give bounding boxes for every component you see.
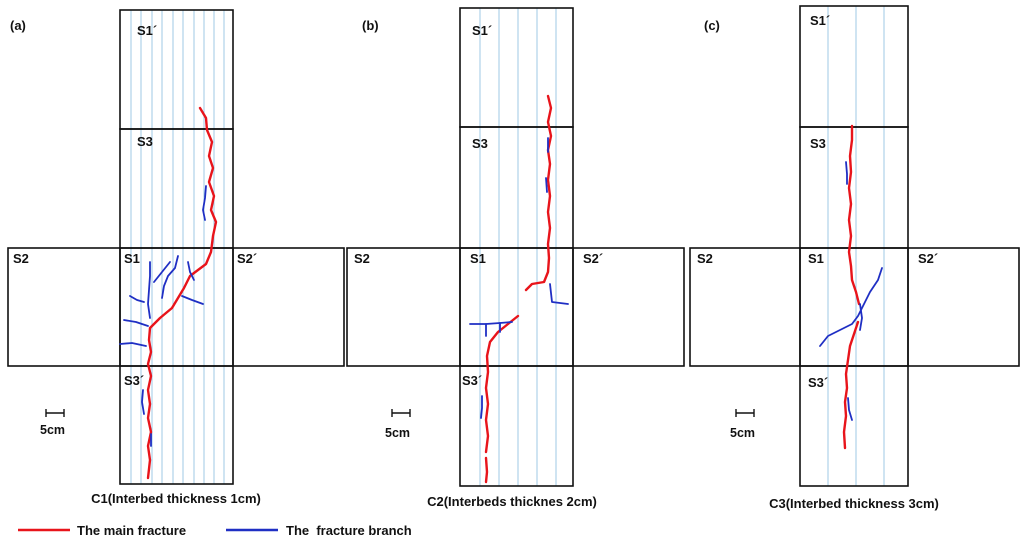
panel-c-face-s2-prime [907,247,1020,367]
panel-a-label-s2-prime: S2´ [237,251,257,266]
legend-branch-label: The fracture branch [286,523,412,538]
panel-c-scale-label: 5cm [730,426,755,440]
panel-a-label-s3-prime: S3´ [124,373,144,388]
panel-a: (a) S1´ S3 S2 S1 S2´ S3´ [7,9,345,506]
panel-a-face-s3-prime [119,365,234,485]
panel-a-scale-bar: 5cm [40,409,65,437]
panel-b-interbed-lines [479,8,557,486]
panel-c-label-s2-prime: S2´ [918,251,938,266]
panel-b-main-fracture [484,94,553,484]
panel-c-label-s3-prime: S3´ [808,375,828,390]
panel-a-main-fracture [146,106,218,480]
panel-a-fracture-branches [119,185,207,447]
panel-c-main-fracture [842,124,861,450]
panel-b-caption: C2(Interbeds thicknes 2cm) [427,494,597,509]
panel-b-face-s2-prime [572,247,685,367]
panel-c-scale-bar: 5cm [730,409,755,440]
panel-c-interbed-lines [827,6,885,486]
panel-c-label-s1: S1 [808,251,824,266]
panel-c-label-s1-prime: S1´ [810,13,830,28]
panel-c: (c) S1´ S3 S2 S1 S2´ S3´ [689,5,1020,511]
panel-a-scale-label: 5cm [40,423,65,437]
legend-main-label: The main fracture [77,523,186,538]
panel-c-caption: C3(Interbed thickness 3cm) [769,496,939,511]
legend: The main fracture The fracture branch [18,523,412,538]
panel-b-label: (b) [362,18,379,33]
panel-b-scale-label: 5cm [385,426,410,440]
panel-b-scale-bar: 5cm [385,409,411,440]
panel-b-label-s1-prime: S1´ [472,23,492,38]
panel-a-label-s3: S3 [137,134,153,149]
panel-a-caption: C1(Interbed thickness 1cm) [91,491,261,506]
panel-a-label: (a) [10,18,26,33]
panel-a-face-s2-prime [232,247,345,367]
panel-c-label-s3: S3 [810,136,826,151]
panel-b-label-s3: S3 [472,136,488,151]
panel-b-label-s1: S1 [470,251,486,266]
panel-b-label-s2-prime: S2´ [583,251,603,266]
panel-a-interbed-lines [130,10,225,484]
panel-b-fracture-branches [469,137,569,419]
panel-c-face-s3-prime [799,365,909,487]
panel-c-fracture-branches [819,161,883,421]
panel-c-label: (c) [704,18,720,33]
panel-c-label-s2: S2 [697,251,713,266]
panel-b-label-s2: S2 [354,251,370,266]
panel-b-label-s3-prime: S3´ [462,373,482,388]
panel-b: (b) S1´ S3 S2 S1 S2´ S3´ [346,7,685,509]
panel-a-label-s1-prime: S1´ [137,23,157,38]
panel-b-face-s3-prime [459,365,574,487]
panel-a-label-s1: S1 [124,251,140,266]
panel-a-label-s2: S2 [13,251,29,266]
